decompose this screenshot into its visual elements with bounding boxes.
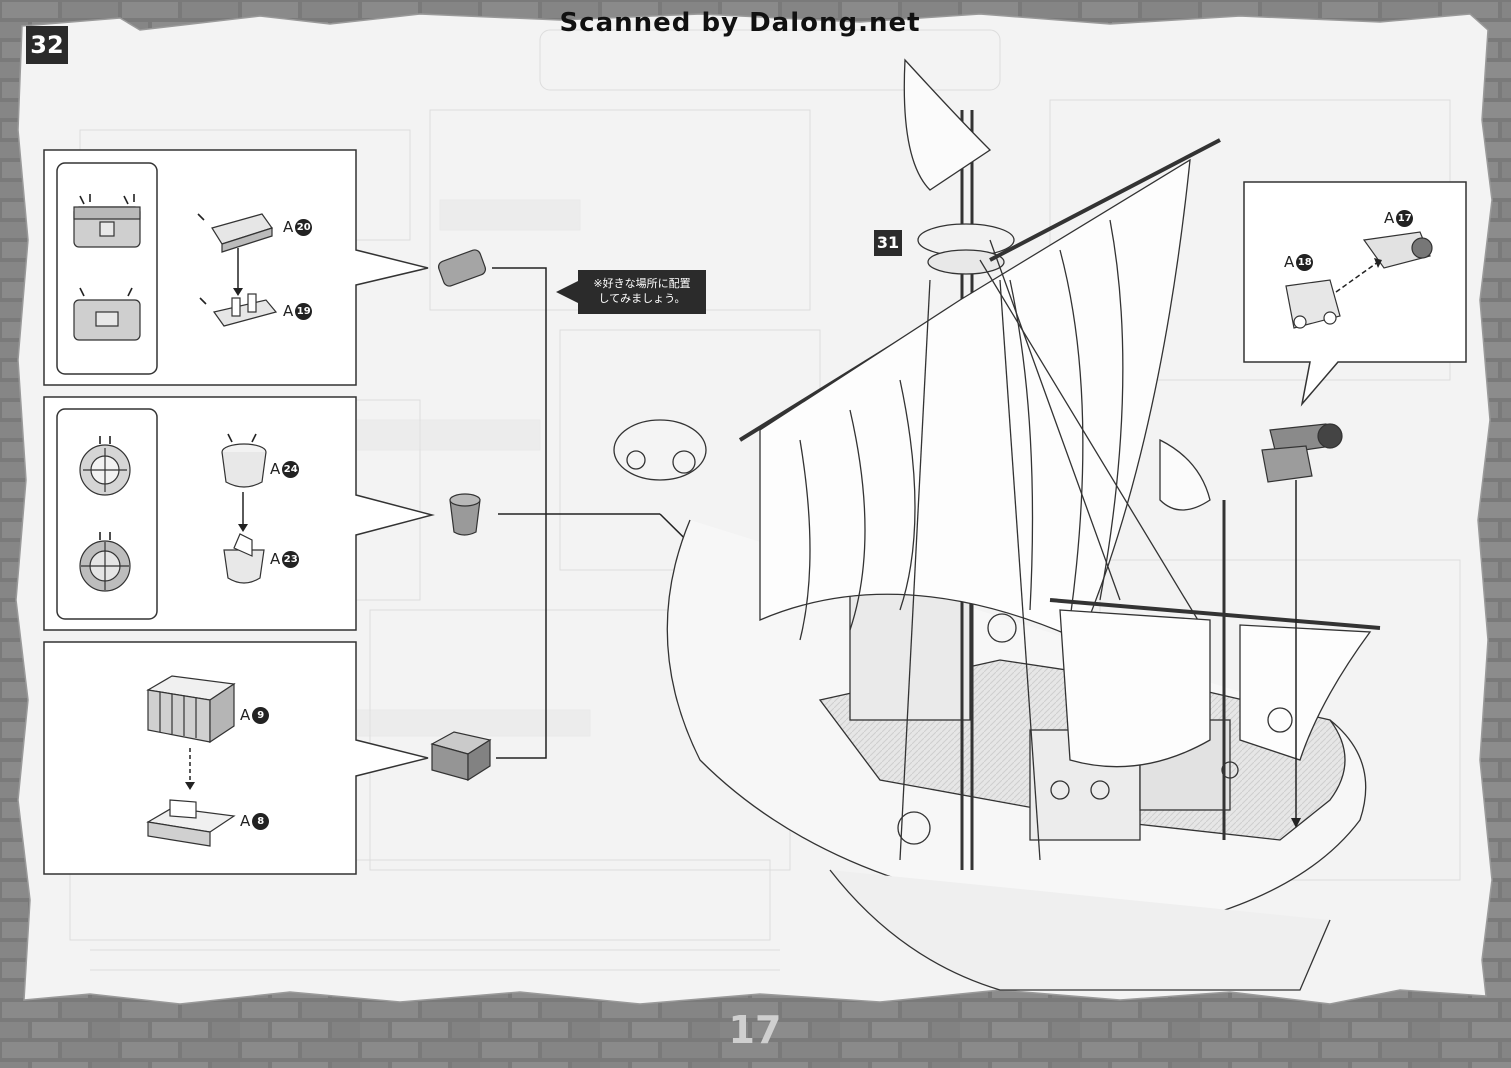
page-number: 17 [728, 1008, 782, 1052]
note-pointer [556, 281, 578, 303]
cannon-finished [1261, 423, 1343, 483]
part-letter: A [240, 706, 251, 724]
scan-credit: Scanned by Dalong.net [559, 8, 921, 38]
chest-icons [73, 206, 278, 341]
part-number-badge: 9 [252, 707, 270, 724]
part-number-badge: 17 [1396, 210, 1414, 227]
cannon-parts [1285, 231, 1433, 329]
part-letter: A [1384, 209, 1395, 227]
chest-spark-marks [79, 194, 207, 305]
crate-icons [146, 675, 236, 847]
finished-parts [430, 249, 492, 782]
part-number-badge: 23 [282, 551, 300, 568]
step-number-left: 32 [26, 26, 68, 64]
note-line-2: してみましょう。 [598, 292, 686, 305]
part-number-badge: 8 [252, 813, 270, 830]
barrel-spark-marks [99, 433, 257, 540]
part-letter: A [1284, 253, 1295, 271]
part-letter: A [283, 218, 294, 236]
part-letter: A [240, 812, 251, 830]
part-number-badge: 20 [295, 219, 313, 236]
part-number-badge: 24 [282, 461, 300, 478]
part-letter: A [283, 302, 294, 320]
ship-drawing [613, 58, 1381, 991]
note-line-1: ※好きな場所に配置 [593, 277, 691, 290]
part-number-badge: 19 [295, 303, 313, 320]
barrel-icons [79, 443, 267, 592]
part-letter: A [270, 460, 281, 478]
step-number-ship: 31 [874, 230, 902, 256]
part-letter: A [270, 550, 281, 568]
part-number-badge: 18 [1296, 254, 1314, 271]
placement-note: ※好きな場所に配置 してみましょう。 [578, 270, 706, 314]
